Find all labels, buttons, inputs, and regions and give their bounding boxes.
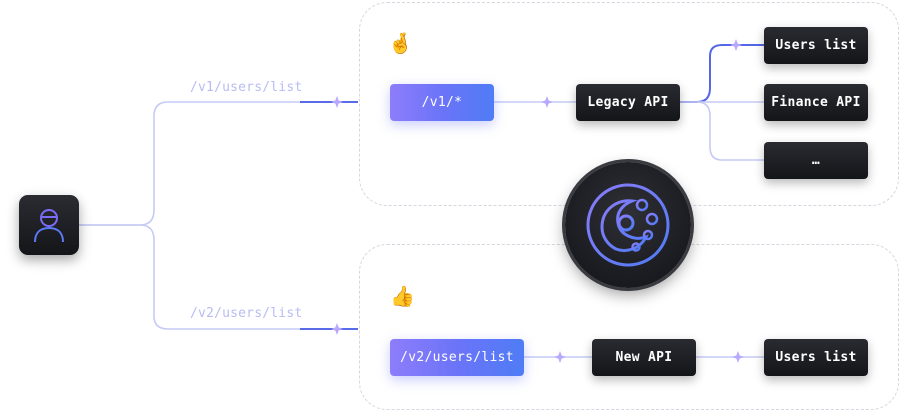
v1-wildcard-node[interactable]: /v1/* <box>390 84 494 121</box>
users-list-node-new[interactable]: Users list <box>764 339 868 376</box>
wire-client-to-v1 <box>79 101 340 226</box>
crossed-fingers-icon: 🤞 <box>388 31 413 55</box>
legacy-api-node[interactable]: Legacy API <box>576 84 680 121</box>
wire-legacy-to-more <box>696 101 764 161</box>
more-targets-node[interactable]: … <box>764 142 868 179</box>
sparkle-marker <box>331 39 744 363</box>
user-icon <box>34 209 64 243</box>
route-label-v1: /v1/users/list <box>190 80 303 95</box>
client-node[interactable] <box>19 195 79 255</box>
route-label-v2: /v2/users/list <box>190 306 303 321</box>
wire-client-to-v2 <box>79 224 340 330</box>
thumbs-up-icon: 👍 <box>390 284 415 308</box>
finance-api-node[interactable]: Finance API <box>764 84 868 121</box>
wire-legacy-to-users <box>680 44 764 103</box>
v2-users-list-node[interactable]: /v2/users/list <box>390 339 524 376</box>
gateway-logo-icon <box>586 183 670 267</box>
new-api-node[interactable]: New API <box>592 339 696 376</box>
users-list-node-legacy[interactable]: Users list <box>764 27 868 64</box>
gateway-hub <box>565 162 691 288</box>
